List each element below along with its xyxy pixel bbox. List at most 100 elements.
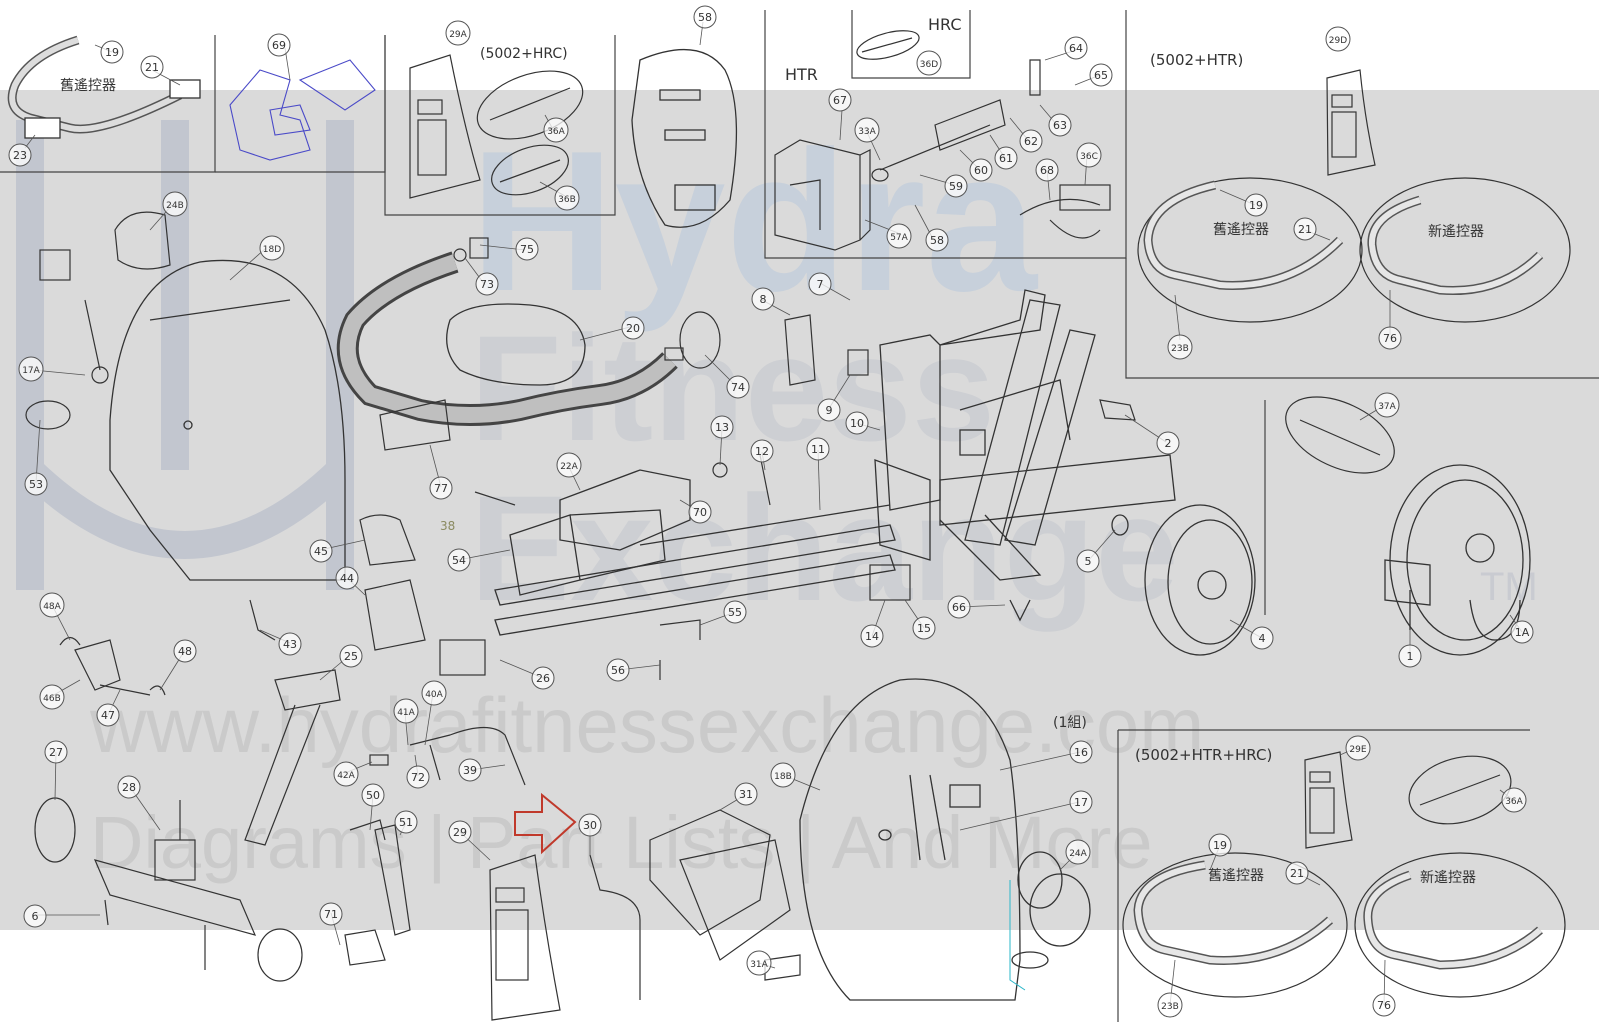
part-callout-circle <box>1378 326 1402 350</box>
part-callout: 63 <box>1048 113 1072 137</box>
part-number: 23 <box>13 149 27 162</box>
part-callout: 67 <box>828 88 852 112</box>
part-number: 42A <box>337 771 355 781</box>
part-number: 27 <box>49 746 63 759</box>
caps-73-75 <box>453 237 721 369</box>
part-callout-circle <box>994 146 1018 170</box>
part-number: 6 <box>32 910 39 923</box>
part-callout-circle <box>726 375 750 399</box>
part-callout-circle <box>746 950 772 976</box>
part-callout: 37A <box>1374 392 1400 418</box>
rail-11 <box>494 504 896 636</box>
part-number: 29E <box>1349 745 1366 755</box>
part-number: 16 <box>1074 746 1088 759</box>
part-number: 39 <box>463 764 477 777</box>
part-callout-circle <box>1048 113 1072 137</box>
part-number: 36C <box>1080 152 1098 162</box>
part-number: 31A <box>750 960 768 970</box>
part-callout-circle <box>173 639 197 663</box>
part-number: 5 <box>1085 555 1092 568</box>
part-callout: 40A <box>421 680 447 706</box>
part-callout-circle <box>1501 787 1527 813</box>
part-callout: 10 <box>845 411 869 435</box>
part-callout-circle <box>854 117 880 143</box>
part-callout: 19 <box>1208 833 1232 857</box>
seat-back-58 <box>631 49 738 228</box>
part-callout-circle <box>44 740 68 764</box>
part-callout-circle <box>393 698 419 724</box>
part-callout: 1A <box>1510 620 1534 644</box>
part-callout-circle <box>845 411 869 435</box>
part-callout-circle <box>319 902 343 926</box>
part-number: 53 <box>29 478 43 491</box>
part-callout: 42A <box>333 761 359 787</box>
part-callout: 24B <box>162 191 188 217</box>
part-number: 12 <box>755 445 769 458</box>
part-callout: 48A <box>39 592 65 618</box>
watermark-tagline: Diagrams | Part Lists | And More <box>90 801 1153 884</box>
part-callout: 75 <box>515 237 539 261</box>
part-number: 68 <box>1040 164 1054 177</box>
part-callout-circle <box>394 810 418 834</box>
part-callout-circle <box>1076 142 1102 168</box>
part-number: 65 <box>1094 69 1108 82</box>
handlebar-right-new <box>1359 177 1571 323</box>
part-callout-circle <box>886 223 912 249</box>
part-number: 69 <box>272 39 286 52</box>
part-callout-circle <box>309 539 333 563</box>
part-callout: 28 <box>117 775 141 799</box>
post-51 <box>344 819 411 966</box>
part-callout-circle <box>259 235 285 261</box>
part-number: 67 <box>833 94 847 107</box>
part-callout-circle <box>39 684 65 710</box>
console-29 <box>489 854 561 1021</box>
part-number: 41A <box>397 708 415 718</box>
part-callout-circle <box>267 33 291 57</box>
label-hrc-top: (5002+HRC) <box>480 46 568 62</box>
part-number: 58 <box>698 11 712 24</box>
part-callout-circle <box>1244 193 1268 217</box>
seat-20 <box>446 303 586 386</box>
part-callout-circle <box>447 548 471 572</box>
part-number: 55 <box>728 606 742 619</box>
part-number: 4 <box>1259 632 1266 645</box>
part-callout: 46B <box>39 684 65 710</box>
part-callout: 23 <box>8 143 32 167</box>
part-callout-circle <box>1293 217 1317 241</box>
part-callout: 74 <box>726 375 750 399</box>
part-number: 45 <box>314 545 328 558</box>
part-callout-circle <box>621 316 645 340</box>
part-callout: 47 <box>96 703 120 727</box>
part-callout-circle <box>1345 735 1371 761</box>
part-number: 1 <box>1407 650 1414 663</box>
part-callout: 45 <box>309 539 333 563</box>
part-number: 64 <box>1069 42 1083 55</box>
part-number: 33A <box>858 127 876 137</box>
part-number: 23B <box>1171 344 1189 354</box>
label-new-remote-2: 新遙控器 <box>1420 870 1476 886</box>
part-callout: 53 <box>24 472 48 496</box>
shroud-18B <box>799 678 1091 1001</box>
part-callout: 26 <box>531 666 555 690</box>
part-callout-circle <box>1076 549 1100 573</box>
part-number: 59 <box>949 180 963 193</box>
part-callout-circle <box>578 813 602 837</box>
part-number: 36A <box>547 127 565 137</box>
part-number: 50 <box>366 789 380 802</box>
part-callout-circle <box>751 287 775 311</box>
part-callout-circle <box>734 782 758 806</box>
part-number: 36D <box>920 60 938 70</box>
brake-arm-39 <box>369 726 526 786</box>
part-callout-circle <box>947 595 971 619</box>
part-number: 14 <box>865 630 879 643</box>
part-number: 29 <box>453 826 467 839</box>
part-callout-circle <box>817 398 841 422</box>
part-callout: 36A <box>543 117 569 143</box>
part-number: 24A <box>1069 849 1087 859</box>
part-number: 22A <box>560 462 578 472</box>
part-callout: 18B <box>770 762 796 788</box>
part-callout: 21 <box>1285 861 1309 885</box>
part-number: 77 <box>434 482 448 495</box>
part-number: 31 <box>739 788 753 801</box>
part-number: 36A <box>1505 797 1523 807</box>
